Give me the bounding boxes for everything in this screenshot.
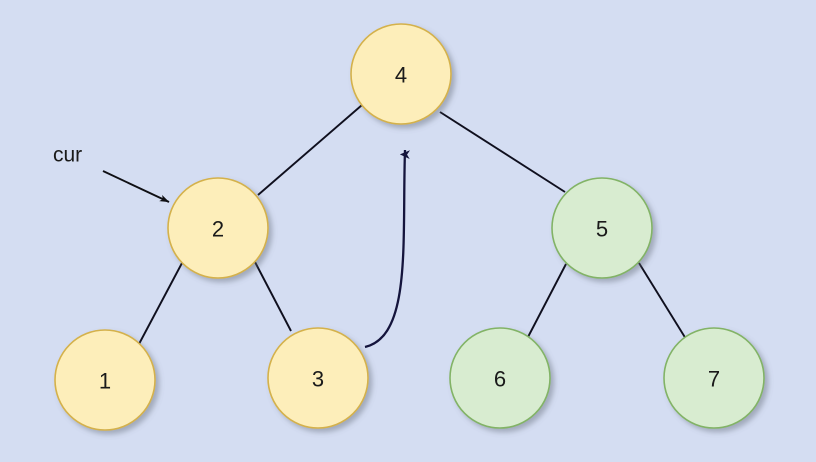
cur-pointer-label: cur [53,144,82,167]
node-circle-7[interactable] [663,327,765,429]
edge-5-to-6 [527,263,567,338]
node-label-4: 4 [395,63,407,88]
node-n4[interactable]: 4 [350,23,452,125]
node-label-3: 3 [312,367,324,392]
node-n6[interactable]: 6 [449,327,551,429]
node-label-6: 6 [494,367,506,392]
node-label-2: 2 [212,217,224,242]
node-n2[interactable]: 2 [167,177,269,279]
cur-pointer-arrow [102,170,170,203]
node-n5[interactable]: 5 [551,177,653,279]
node-circle-5[interactable] [551,177,653,279]
edge-4-to-5 [439,111,566,193]
node-circle-2[interactable] [167,177,269,279]
node-n7[interactable]: 7 [663,327,765,429]
curve-arrow-path [364,149,410,349]
edge-5-to-7 [638,262,687,340]
edge-2-to-3 [254,261,292,332]
node-n1[interactable]: 1 [54,329,156,431]
curved-arrow-3-to-4 [364,149,410,349]
node-circle-6[interactable] [449,327,551,429]
edge-2-to-1 [138,262,183,345]
edge-4-to-2 [257,104,363,196]
node-label-1: 1 [99,369,111,394]
node-label-5: 5 [596,217,608,242]
node-n3[interactable]: 3 [267,327,369,429]
node-circle-1[interactable] [54,329,156,431]
node-circle-4[interactable] [350,23,452,125]
node-circle-3[interactable] [267,327,369,429]
node-label-7: 7 [708,367,720,392]
tree-edges-group [138,104,687,345]
cur-pointer-group: cur [53,144,170,203]
